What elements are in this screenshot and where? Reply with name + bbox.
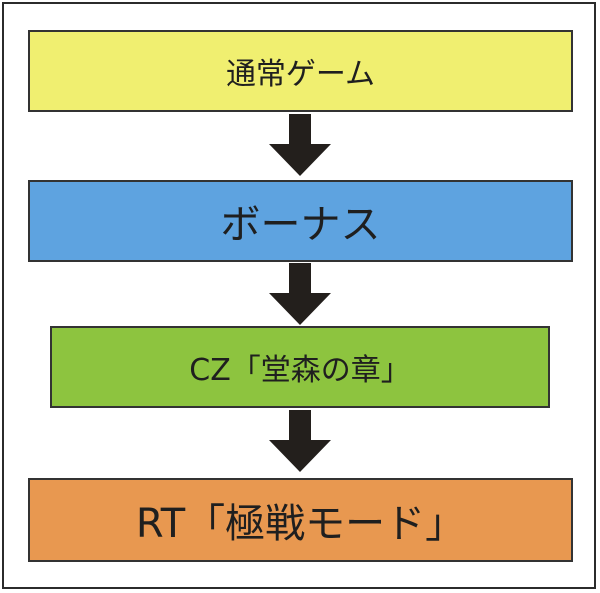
stage-label: CZ「堂森の章」 bbox=[189, 353, 411, 388]
stage-box-rt: RT「極戦モード」 bbox=[28, 478, 573, 562]
stage-label: ボーナス bbox=[220, 202, 381, 248]
stage-box-cz: CZ「堂森の章」 bbox=[50, 326, 550, 408]
arrow-down-icon bbox=[269, 114, 331, 176]
arrow-down-icon bbox=[269, 410, 331, 472]
stage-box-normal-game: 通常ゲーム bbox=[28, 30, 573, 112]
stage-box-bonus: ボーナス bbox=[28, 180, 573, 262]
stage-label: RT「極戦モード」 bbox=[135, 501, 466, 547]
arrow-down-icon bbox=[269, 263, 331, 325]
stage-label: 通常ゲーム bbox=[225, 57, 376, 92]
